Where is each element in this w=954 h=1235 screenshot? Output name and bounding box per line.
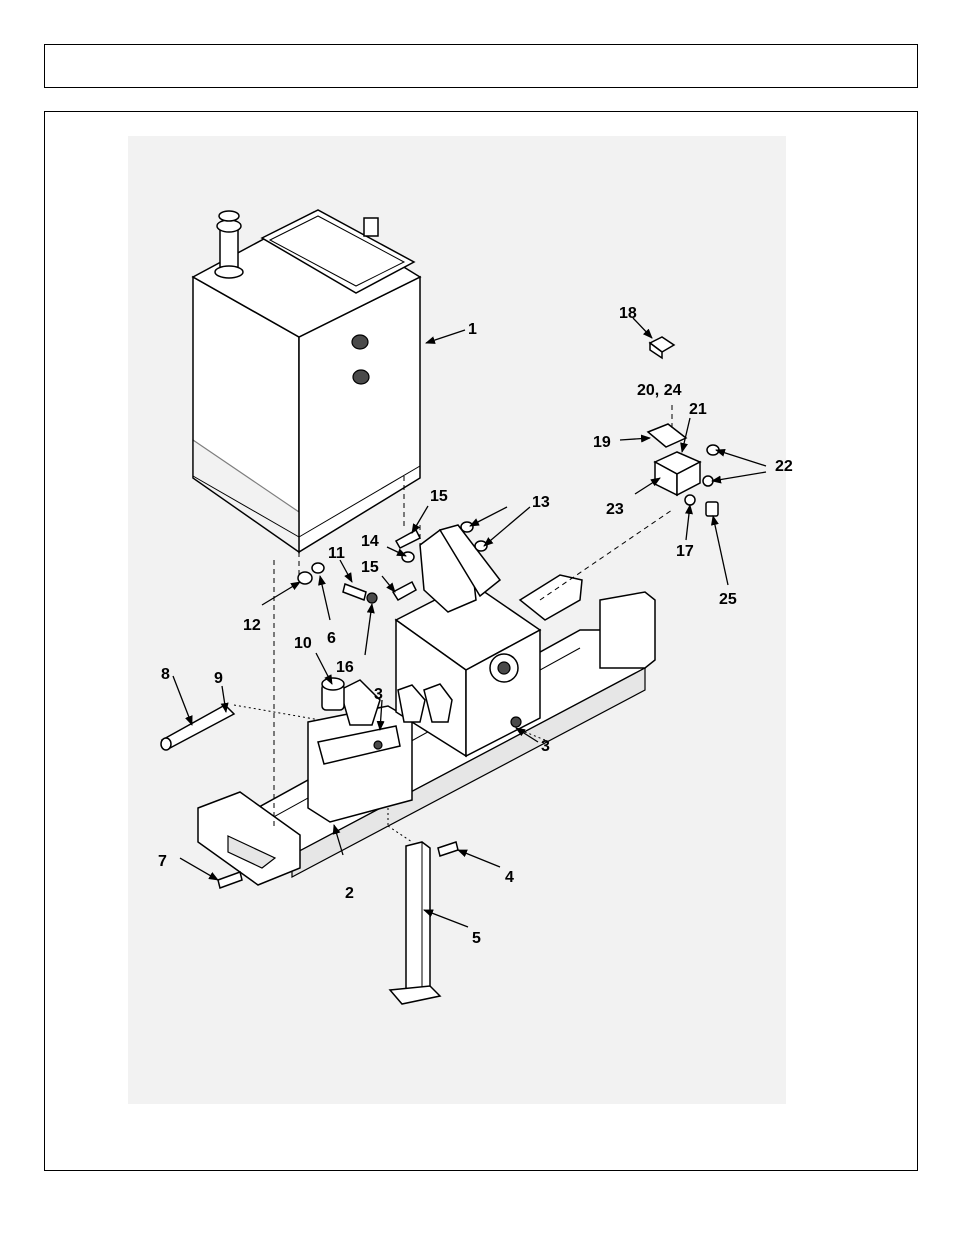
diagram-frame — [44, 111, 918, 1171]
callout-23: 23 — [606, 501, 624, 518]
leader-lines — [172, 317, 767, 928]
callout-19: 19 — [593, 434, 611, 451]
callout-3-upper: 3 — [374, 686, 383, 703]
jack-part-5 — [388, 841, 442, 1005]
callout-16: 16 — [336, 659, 354, 676]
callout-8: 8 — [161, 666, 170, 683]
callout-25: 25 — [719, 591, 737, 608]
header-box — [44, 44, 918, 88]
callout-labels: 1 2 3 3 4 5 6 7 8 9 10 11 12 13 14 15 15… — [158, 305, 793, 947]
alignment-lines — [233, 405, 673, 843]
callout-11: 11 — [328, 545, 345, 562]
callout-21: 21 — [689, 401, 707, 418]
callout-9: 9 — [214, 670, 223, 687]
callout-2: 2 — [345, 885, 354, 902]
callout-7: 7 — [158, 853, 167, 870]
callout-22: 22 — [775, 458, 793, 475]
mount-housing — [339, 524, 583, 758]
callout-15-upper: 15 — [430, 488, 448, 505]
callout-13: 13 — [532, 494, 550, 511]
callout-14: 14 — [361, 533, 379, 550]
callout-3-lower: 3 — [541, 738, 550, 755]
callout-15-lower: 15 — [361, 559, 379, 576]
callout-18: 18 — [619, 305, 637, 322]
callout-17: 17 — [676, 543, 694, 560]
callout-6: 6 — [327, 630, 336, 647]
hardware-parts — [160, 336, 720, 889]
callout-20-24: 20, 24 — [637, 382, 682, 399]
callout-10: 10 — [294, 635, 312, 652]
callout-4: 4 — [505, 869, 514, 886]
callout-12: 12 — [243, 617, 261, 634]
callout-1: 1 — [468, 321, 477, 338]
tank-part-1 — [191, 209, 422, 554]
callout-5: 5 — [472, 930, 481, 947]
